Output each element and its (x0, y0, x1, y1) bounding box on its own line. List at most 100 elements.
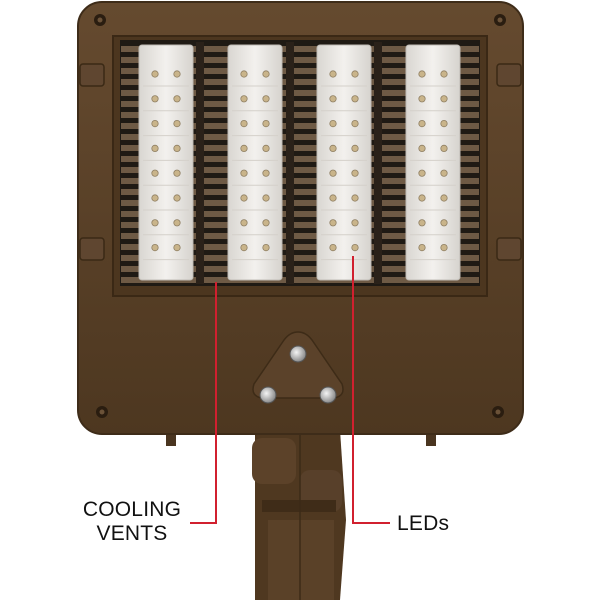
led-chip (173, 169, 181, 177)
led-chip (262, 244, 270, 252)
vent-slat (121, 101, 479, 107)
vent-slat (121, 134, 479, 140)
led-chip (262, 95, 270, 103)
led-chip (418, 169, 426, 177)
vent-divider (374, 42, 382, 284)
led-chip (440, 144, 448, 152)
vent-slat (121, 57, 479, 63)
led-chip (351, 144, 359, 152)
led-chip (262, 70, 270, 78)
led-chip (262, 144, 270, 152)
vent-slat (121, 189, 479, 195)
vent-slat (121, 68, 479, 74)
mount-tab (426, 432, 436, 446)
led-chip (418, 120, 426, 128)
vent-slat (121, 266, 479, 272)
led-chip (351, 244, 359, 252)
led-chip (173, 70, 181, 78)
mount-tab (166, 432, 176, 446)
led-chip (351, 120, 359, 128)
led-chip (262, 219, 270, 227)
callout-cooling-vents-line2: VENTS (96, 522, 168, 545)
vent-slat (121, 156, 479, 162)
led-chip (240, 219, 248, 227)
vent-divider (286, 42, 294, 284)
side-clips (79, 63, 522, 261)
led-chip (151, 169, 159, 177)
vent-slat (121, 178, 479, 184)
led-chip (418, 244, 426, 252)
led-chip (151, 70, 159, 78)
led-panel (405, 44, 461, 281)
vent-slat (121, 79, 479, 85)
led-chip (329, 219, 337, 227)
vent-slat (121, 222, 479, 228)
led-chip (329, 120, 337, 128)
led-chip (240, 95, 248, 103)
led-panel (227, 44, 283, 281)
led-chip (329, 194, 337, 202)
led-chip (418, 70, 426, 78)
led-chip (240, 194, 248, 202)
led-chip (440, 169, 448, 177)
led-chip (418, 95, 426, 103)
led-chip (151, 95, 159, 103)
cooling-vents (121, 42, 479, 284)
vent-slat (121, 145, 479, 151)
led-panel (316, 44, 372, 281)
led-chip (351, 194, 359, 202)
led-chip (329, 70, 337, 78)
led-chip (262, 194, 270, 202)
led-chip (151, 194, 159, 202)
led-chip (351, 169, 359, 177)
led-panels (138, 44, 461, 281)
vent-slat (121, 112, 479, 118)
vents-leader-line (190, 282, 217, 524)
callout-cooling-vents: COOLING VENTS (70, 498, 194, 546)
vent-slat (121, 255, 479, 261)
led-chip (240, 144, 248, 152)
led-chip (262, 120, 270, 128)
led-chip (418, 219, 426, 227)
led-chip (329, 169, 337, 177)
led-chip (351, 95, 359, 103)
led-chip (440, 70, 448, 78)
led-chip (173, 120, 181, 128)
vent-slat (121, 244, 479, 250)
led-chip (173, 144, 181, 152)
vent-slat (121, 233, 479, 239)
led-chip (262, 169, 270, 177)
callout-leds: LEDs (397, 512, 450, 535)
led-chip (173, 244, 181, 252)
callout-leaders (190, 256, 390, 524)
led-chip (440, 244, 448, 252)
led-chip (351, 70, 359, 78)
led-chip (240, 70, 248, 78)
led-chip (151, 120, 159, 128)
led-chip (418, 144, 426, 152)
led-chip (440, 219, 448, 227)
vent-slat (121, 211, 479, 217)
led-chip (440, 95, 448, 103)
led-chip (173, 194, 181, 202)
vent-slat (121, 90, 479, 96)
led-chip (173, 219, 181, 227)
led-chip (240, 244, 248, 252)
mounting-arm (252, 430, 346, 600)
led-chip (440, 194, 448, 202)
led-chip (173, 95, 181, 103)
vent-slat (121, 167, 479, 173)
led-chip (240, 120, 248, 128)
led-chip (329, 95, 337, 103)
led-chip (329, 144, 337, 152)
led-chip (151, 144, 159, 152)
vent-slat (121, 123, 479, 129)
led-chip (351, 219, 359, 227)
center-bracket (252, 331, 344, 404)
led-chip (418, 194, 426, 202)
vent-divider (196, 42, 204, 284)
vent-slat (121, 46, 479, 52)
corner-screws (94, 14, 506, 418)
